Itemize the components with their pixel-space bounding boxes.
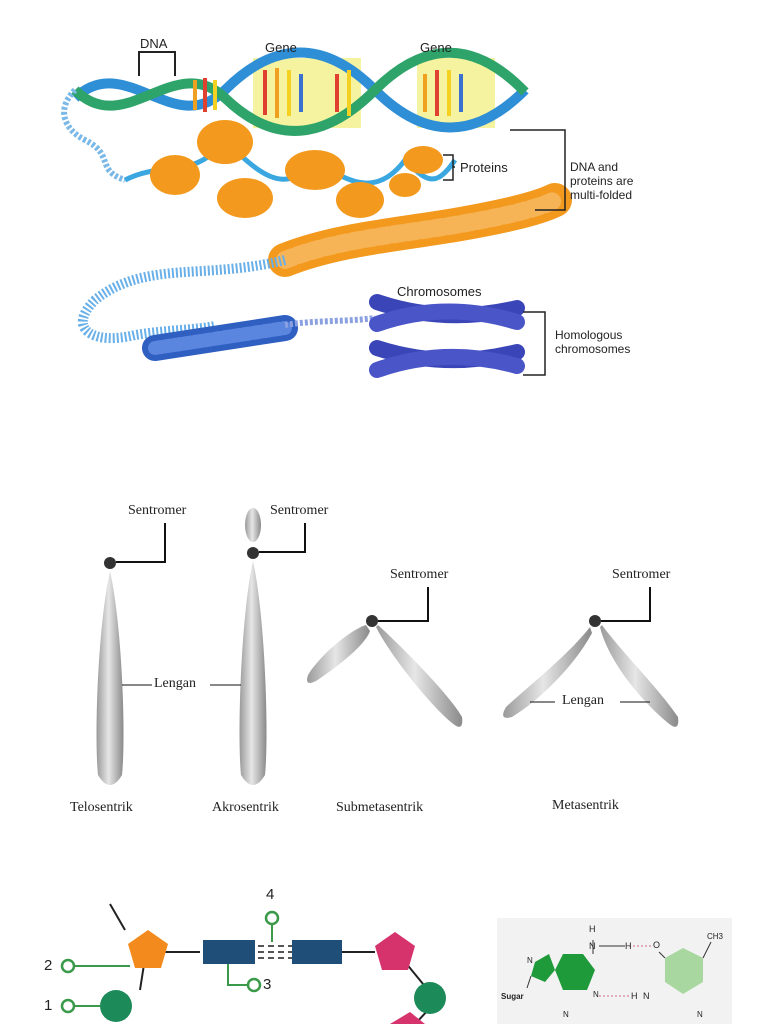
nucleotide-structure [30,880,460,1024]
callout-4 [266,912,278,942]
chromatin-fiber [285,200,555,260]
callout-1-label: 1 [44,997,52,1014]
metacentric-name: Metasentrik [552,798,619,814]
purine-five-ring [531,954,555,982]
callout-2-label: 2 [44,957,52,974]
callout-2 [62,960,130,972]
base-pair-diagram: H N H O CH3 H N N N N N Sugar [497,918,732,1024]
chromosomes-label: Chromosomes [397,284,482,299]
dna-label: DNA [140,36,167,51]
dna-packaging-diagram: DNA Gene Gene Proteins DNA and proteins … [55,30,735,400]
acrocentric-chromosome [210,508,305,785]
acrocentric-name: Akrosentrik [212,800,279,816]
atom-n-pyrimidine: N [697,1010,703,1019]
base-pair-structure [497,918,732,1024]
centromere-types-diagram: Sentromer Sentromer Sentromer Sentromer … [60,495,720,825]
submetacentric-centromere-label: Sentromer [390,567,448,583]
callout-1 [62,1000,100,1012]
purine-six-ring [555,954,595,990]
proteins-label: Proteins [460,160,508,175]
telocentric-name: Telosentrik [70,800,133,816]
multi-folded-label: DNA and proteins are multi-folded [570,160,633,202]
homologous-chromosome-1 [377,302,517,324]
dna-bracket [139,52,175,76]
telocentric-chromosome [97,523,166,785]
sugar-pentagon [128,930,168,968]
callout-3-label: 3 [263,976,271,993]
atom-n-purine-3: N [563,1010,569,1019]
pink-pentagon [375,932,415,970]
dna-packaging-figure [55,30,735,400]
gene-label-2: Gene [420,40,452,55]
arm-label-left: Lengan [154,676,196,692]
atom-n-top: N [589,941,596,951]
telocentric-centromere-label: Sentromer [128,503,186,519]
atom-n-purine-2: N [593,990,599,999]
base-rect-2 [292,940,342,964]
chromosome-shapes [60,495,720,825]
sugar-label: Sugar [501,992,524,1001]
nucleotide-schematic: 4 2 3 1 [30,880,460,1024]
atom-n-purine-1: N [527,956,533,965]
hydrogen-bond [258,946,292,958]
atom-ch3: CH3 [707,932,723,941]
homologous-chromosome-2 [377,348,517,370]
atom-h-mid: H [625,941,632,951]
callout-3 [228,964,260,991]
atom-h-low: H [631,991,638,1001]
metacentric-centromere-label: Sentromer [612,567,670,583]
condensed-fiber [155,318,375,348]
arm-label-right: Lengan [562,693,604,709]
phosphate-circle-right [414,982,446,1014]
atom-o: O [653,940,660,950]
phosphate-circle [100,990,132,1022]
submetacentric-chromosome [307,587,462,727]
acrocentric-centromere-label: Sentromer [270,503,328,519]
atom-n-low: N [643,991,650,1001]
pyrimidine-ring [665,948,703,994]
gene-label-1: Gene [265,40,297,55]
base-rect-1 [203,940,255,964]
submetacentric-name: Submetasentrik [336,800,423,816]
callout-4-label: 4 [266,886,274,903]
homologous-bracket [523,312,545,375]
homologous-label: Homologous chromosomes [555,328,630,356]
atom-h-top: H [589,924,596,934]
